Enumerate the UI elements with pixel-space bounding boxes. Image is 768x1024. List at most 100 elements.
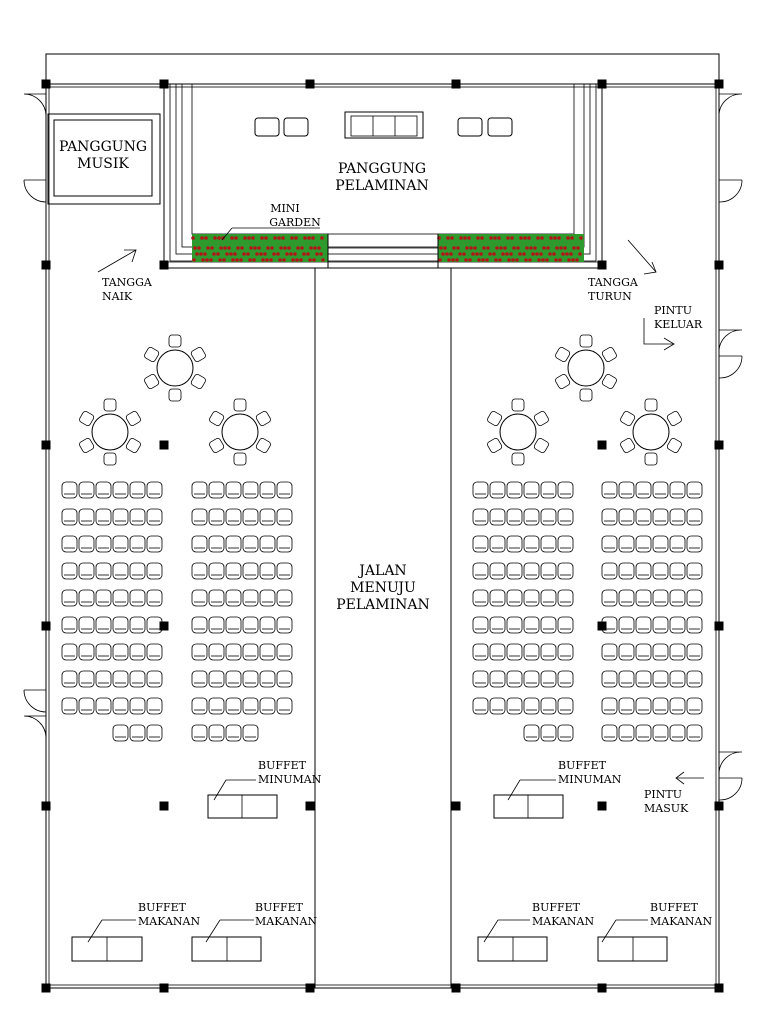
flower	[446, 236, 450, 240]
seat	[225, 481, 242, 499]
table-chair	[555, 374, 571, 389]
seat	[523, 643, 540, 661]
exit-door: PINTU KELUAR	[643, 304, 703, 351]
flower	[216, 252, 220, 256]
mini-garden: MINI GARDEN	[191, 202, 584, 268]
flower	[210, 246, 214, 250]
seat	[129, 724, 146, 742]
seat	[208, 697, 225, 715]
flower	[209, 258, 213, 262]
flower	[222, 258, 226, 262]
flower	[540, 236, 544, 240]
table-chair	[579, 334, 593, 348]
flower	[528, 258, 532, 262]
flower	[283, 246, 287, 250]
flower	[569, 252, 573, 256]
seat	[146, 508, 163, 526]
column-11	[159, 440, 169, 450]
flower	[557, 236, 561, 240]
column-20	[305, 801, 315, 811]
flower	[438, 258, 442, 262]
seat	[669, 508, 686, 526]
flower	[204, 236, 208, 240]
flower	[230, 236, 234, 240]
seat	[669, 697, 686, 715]
seat	[601, 508, 618, 526]
column-10	[41, 440, 51, 450]
table-chair	[533, 411, 549, 426]
seat	[112, 697, 129, 715]
flower	[246, 252, 250, 256]
flower	[522, 252, 526, 256]
flower	[315, 252, 319, 256]
flower	[567, 258, 571, 262]
seat	[225, 697, 242, 715]
column-12	[597, 440, 607, 450]
seat	[191, 697, 208, 715]
flower	[263, 252, 267, 256]
exit-label-2: KELUAR	[654, 318, 703, 331]
flower	[259, 252, 263, 256]
seat	[669, 535, 686, 553]
entrance-label-1: PINTU	[644, 788, 682, 801]
seat	[523, 481, 540, 499]
table-chair	[79, 411, 95, 426]
column-28	[597, 983, 607, 993]
column-6	[41, 260, 51, 270]
seat	[146, 697, 163, 715]
seat	[472, 508, 489, 526]
seat	[523, 724, 540, 742]
flower	[281, 236, 285, 240]
flower	[272, 252, 276, 256]
seat	[523, 562, 540, 580]
buffet-food-4-label-1: BUFFET	[650, 901, 699, 914]
seat	[652, 589, 669, 607]
seat	[557, 508, 574, 526]
seat	[635, 481, 652, 499]
column-17	[714, 621, 724, 631]
flower	[191, 236, 195, 240]
buffet-drinks-left-label-1: BUFFET	[258, 759, 307, 772]
seat	[95, 562, 112, 580]
mini-garden-label-1: MINI	[270, 202, 300, 215]
table-chair	[103, 452, 117, 466]
flower	[247, 236, 251, 240]
column-9	[714, 260, 724, 270]
seat	[146, 535, 163, 553]
column-7	[159, 260, 169, 270]
seat	[506, 616, 523, 634]
stairs-down: TANGGA TURUN	[588, 239, 657, 303]
flower	[505, 252, 509, 256]
flower	[306, 252, 310, 256]
table-chair	[487, 438, 503, 453]
flower	[295, 258, 299, 262]
buffet-food-1-label-2: MAKANAN	[138, 915, 200, 928]
seat	[225, 535, 242, 553]
seat	[112, 724, 129, 742]
flower	[523, 236, 527, 240]
seat	[242, 724, 259, 742]
flower	[205, 258, 209, 262]
seat	[208, 562, 225, 580]
seat	[506, 643, 523, 661]
flower	[533, 246, 537, 250]
seat	[225, 643, 242, 661]
music-stage-label-2: MUSIK	[77, 156, 129, 172]
flower	[571, 258, 575, 262]
seat	[635, 724, 652, 742]
flower	[261, 258, 265, 262]
seat	[652, 670, 669, 688]
seat	[540, 562, 557, 580]
seat	[557, 670, 574, 688]
seat	[129, 589, 146, 607]
seat	[61, 562, 78, 580]
flower	[199, 252, 203, 256]
seat	[242, 481, 259, 499]
flower	[287, 246, 291, 250]
seat	[540, 589, 557, 607]
seat	[259, 508, 276, 526]
flower	[303, 236, 307, 240]
bridal-stage-label-2: PELAMINAN	[335, 178, 429, 194]
seat	[635, 508, 652, 526]
aisle-label-2: MENUJU	[350, 580, 416, 596]
